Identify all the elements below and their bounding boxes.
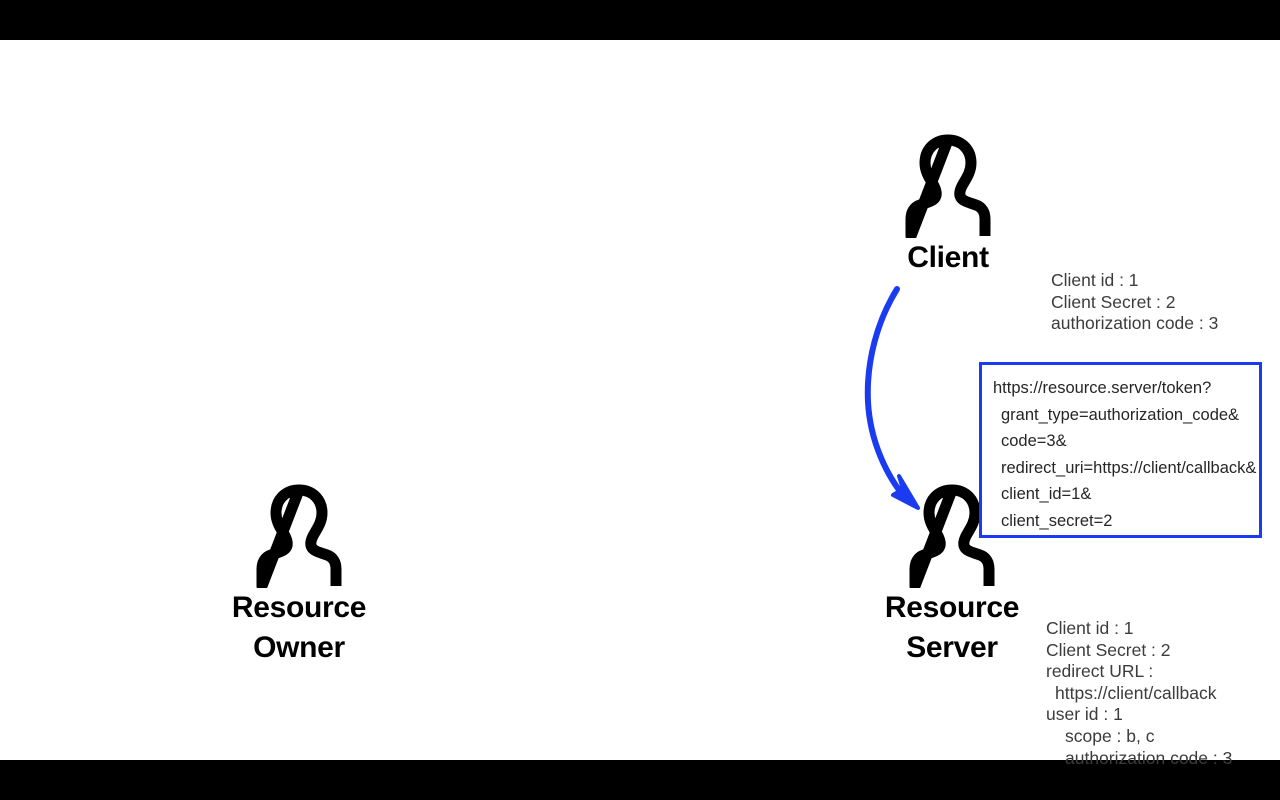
request-line: redirect_uri=https://client/callback&	[1001, 458, 1257, 477]
letterbox-bottom	[0, 760, 1280, 800]
letterbox-top	[0, 0, 1280, 40]
note-line: Client id : 1	[1051, 270, 1139, 290]
actor-client: Client	[848, 133, 1048, 278]
note-line: https://client/callback	[1055, 682, 1217, 703]
resource-server-attributes-note: Client id : 1 Client Secret : 2 redirect…	[1046, 618, 1232, 769]
actor-resource-owner: Resource Owner	[199, 483, 399, 668]
note-line: Client id : 1	[1046, 618, 1134, 638]
client-attributes-note: Client id : 1 Client Secret : 2 authoriz…	[1051, 270, 1218, 335]
token-request-body: https://resource.server/token? grant_typ…	[993, 375, 1256, 535]
request-line: client_id=1&	[1001, 485, 1092, 504]
request-line: code=3&	[1001, 432, 1067, 451]
request-line: https://resource.server/token?	[993, 379, 1212, 397]
actor-label-resource-owner: Resource Owner	[231, 591, 367, 664]
person-icon	[256, 484, 342, 588]
request-line: grant_type=authorization_code&	[1001, 405, 1240, 424]
diagram-canvas: Resource Owner Client Resource Server Cl…	[0, 40, 1280, 768]
note-line: user id : 1	[1046, 704, 1123, 725]
person-icon	[909, 484, 995, 588]
request-line: client_secret=2	[1001, 511, 1113, 530]
note-line: scope : b, c	[1065, 725, 1155, 746]
token-request-box: https://resource.server/token? grant_typ…	[979, 362, 1262, 538]
actor-label-resource-server: Resource Server	[884, 591, 1020, 664]
note-line: Client Secret : 2	[1046, 639, 1171, 660]
person-icon	[905, 134, 991, 238]
actor-label-client: Client	[907, 241, 989, 274]
note-line: Client Secret : 2	[1051, 291, 1176, 312]
note-line: redirect URL :	[1046, 661, 1154, 682]
note-line: authorization code : 3	[1051, 313, 1219, 334]
note-line: authorization code : 3	[1065, 747, 1233, 768]
actor-resource-server: Resource Server	[852, 483, 1052, 668]
